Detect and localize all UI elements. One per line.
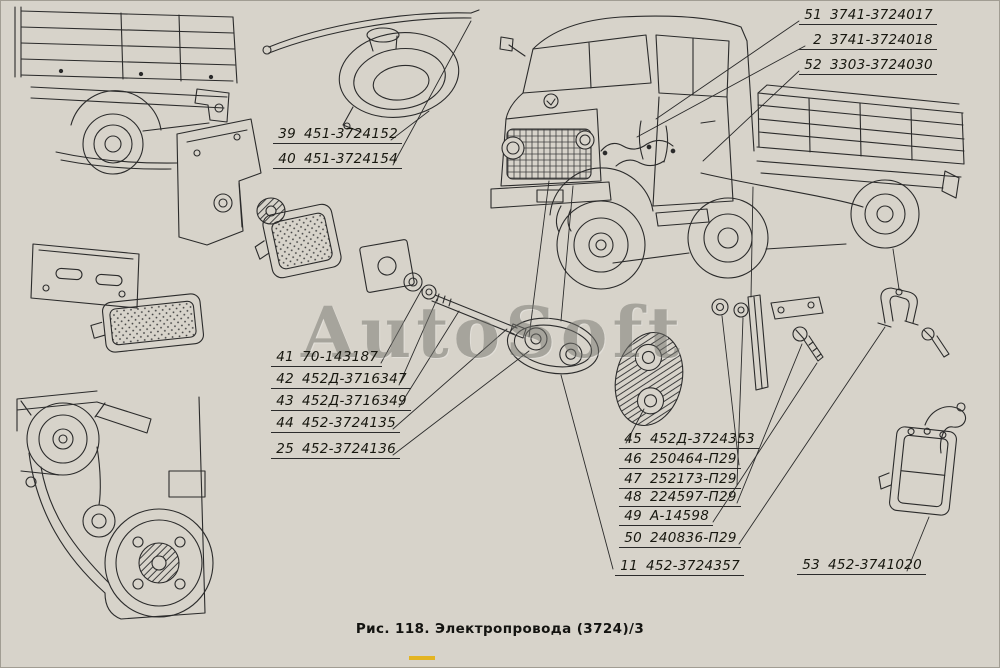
lamp-parts-illustration [90,203,684,427]
part-label-52: 52 3303-3724030 [799,57,937,75]
part-number: 451-3724154 [304,151,399,167]
part-number: 3741-3724018 [830,32,933,48]
callout-number: 40 [278,151,296,167]
part-label-40: 40 451-3724154 [273,151,403,169]
part-number: 70-143187 [302,349,379,365]
part-label-48: 48 224597-П29 [619,489,741,507]
callout-number: 2 [813,32,822,48]
part-label-46: 46 250464-П29 [619,451,741,469]
figure-caption: Рис. 118. Электропровода (3724)/3 [355,621,645,637]
callout-number: 50 [624,530,642,546]
part-label-39: 39 451-3724152 [273,126,403,144]
part-number: 452Д-3716347 [302,371,407,387]
part-number: 3303-3724030 [830,57,933,73]
horn-illustration [338,27,460,133]
part-number: 452Д-3724353 [650,431,755,447]
part-label-42: 42 452Д-3716347 [271,371,411,389]
engine-illustration [16,390,214,620]
part-number: 3741-3724017 [830,7,933,23]
part-label-51: 51 3741-3724017 [799,7,937,25]
part-number: 452-3724357 [646,558,741,574]
part-number: 452Д-3716349 [302,393,407,409]
part-label-49: 49 А-14598 [619,508,714,526]
callout-number: 49 [624,508,642,524]
part-label-41: 41 70-143187 [271,349,383,367]
callout-number: 25 [276,441,294,457]
part-number: 452-3724135 [302,415,397,431]
truckbed-rear-illustration [14,6,238,175]
part-number: 452-3741020 [828,557,923,573]
part-number: 252173-П29 [650,471,737,487]
part-label-2: 2 3741-3724018 [799,32,937,50]
callout-number: 45 [624,431,642,447]
part-number: А-14598 [650,508,710,524]
part-number: 451-3724152 [304,126,399,142]
part-label-45: 45 452Д-3724353 [619,431,759,449]
bracket-parts-illustration [30,118,286,309]
part-label-47: 47 252173-П29 [619,471,741,489]
callout-number: 39 [278,126,296,142]
part-label-25: 25 452-3724136 [271,441,401,459]
part-number: 224597-П29 [650,489,737,505]
highlight-marker [409,656,435,660]
part-label-53: 53 452-3741020 [797,557,927,575]
harness-cable-illustration [262,9,480,55]
part-label-43: 43 452Д-3716349 [271,393,411,411]
callout-number: 51 [804,7,822,23]
callout-number: 48 [624,489,642,505]
callout-number: 46 [624,451,642,467]
callout-number: 43 [276,393,294,409]
regulator-illustration [878,402,967,516]
callout-number: 44 [276,415,294,431]
part-label-44: 44 452-3724135 [271,415,401,433]
part-number: 240836-П29 [650,530,737,546]
part-number: 250464-П29 [650,451,737,467]
part-label-50: 50 240836-П29 [619,530,741,548]
truck-illustration [490,15,965,290]
callout-number: 53 [802,557,820,573]
callout-number: 52 [804,57,822,73]
fastener-parts-illustration [711,287,950,391]
leader-lines [380,20,930,572]
part-number: 452-3724136 [302,441,397,457]
callout-number: 41 [276,349,294,365]
callout-number: 42 [276,371,294,387]
callout-number: 47 [624,471,642,487]
part-label-11: 11 452-3724357 [615,558,745,576]
callout-number: 11 [620,558,638,574]
